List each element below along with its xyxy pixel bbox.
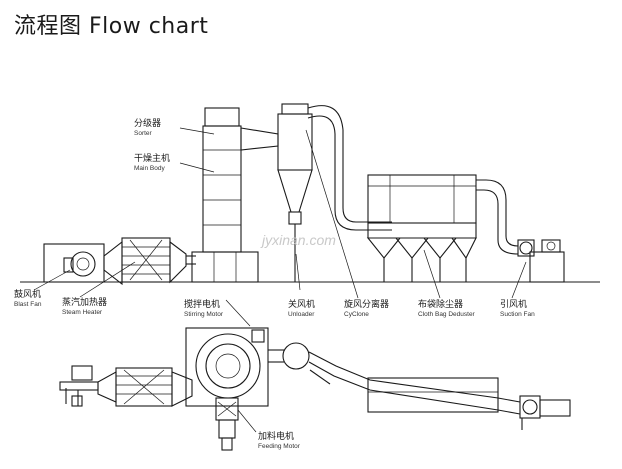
label-cyclone: 旋风分离器 CyClone <box>344 300 389 319</box>
label-suction-fan: 引风机 Suction Fan <box>500 300 535 319</box>
bottom-fan-assembly <box>59 365 99 407</box>
label-unloader-zh: 关风机 <box>288 300 316 310</box>
blast-fan-shape <box>43 243 105 283</box>
label-steam-heater-zh: 蒸汽加热器 <box>62 298 108 308</box>
label-cyclone-zh: 旋风分离器 <box>344 300 390 310</box>
drying-chamber-plan <box>185 327 284 407</box>
label-steam-heater: 蒸汽加热器 Steam Heater <box>62 298 107 317</box>
label-blast-fan-zh: 鼓风机 <box>14 290 42 300</box>
label-stirring-motor: 搅拌电机 Stirring Motor <box>184 300 223 319</box>
label-suction-fan-zh: 引风机 <box>500 300 528 310</box>
label-main-body: 干燥主机 Main Body <box>134 154 170 173</box>
label-stirring-motor-en: Stirring Motor <box>184 311 224 318</box>
bottom-suction-fan <box>519 395 571 430</box>
label-suction-fan-en: Suction Fan <box>500 311 535 318</box>
steam-heater-shape <box>103 237 196 286</box>
bottom-heater-shape <box>97 367 193 407</box>
feeding-motor-shape <box>215 397 239 451</box>
label-unloader-en: Unloader <box>288 311 315 318</box>
label-blast-fan-en: Blast Fan <box>14 301 42 308</box>
bottom-cyclone-and-ducts <box>282 342 521 415</box>
label-feeding-motor-zh: 加料电机 <box>258 432 295 442</box>
label-unloader: 关风机 Unloader <box>288 300 315 319</box>
label-sorter-zh: 分级器 <box>134 119 162 129</box>
watermark: jyxinan.com <box>262 232 336 248</box>
label-cloth-bag-deduster-zh: 布袋除尘器 <box>418 300 464 310</box>
cyclone-shape <box>277 103 392 282</box>
label-main-body-en: Main Body <box>134 165 165 172</box>
label-main-body-zh: 干燥主机 <box>134 154 171 164</box>
cloth-bag-deduster-shape <box>366 174 519 282</box>
label-stirring-motor-zh: 搅拌电机 <box>184 300 221 310</box>
label-feeding-motor: 加料电机 Feeding Motor <box>258 432 300 451</box>
label-cloth-bag-deduster-en: Cloth Bag Deduster <box>418 311 475 318</box>
main-body-shape <box>191 107 279 283</box>
label-cyclone-en: CyClone <box>344 311 369 318</box>
label-sorter: 分级器 Sorter <box>134 119 161 138</box>
page-title: 流程图 Flow chart <box>14 14 209 39</box>
suction-fan-shape <box>517 239 565 283</box>
label-feeding-motor-en: Feeding Motor <box>258 443 300 450</box>
label-steam-heater-en: Steam Heater <box>62 309 103 316</box>
leader-lines-top <box>33 127 527 433</box>
label-sorter-en: Sorter <box>134 130 152 137</box>
label-cloth-bag-deduster: 布袋除尘器 Cloth Bag Deduster <box>418 300 475 319</box>
label-blast-fan: 鼓风机 Blast Fan <box>14 290 41 309</box>
